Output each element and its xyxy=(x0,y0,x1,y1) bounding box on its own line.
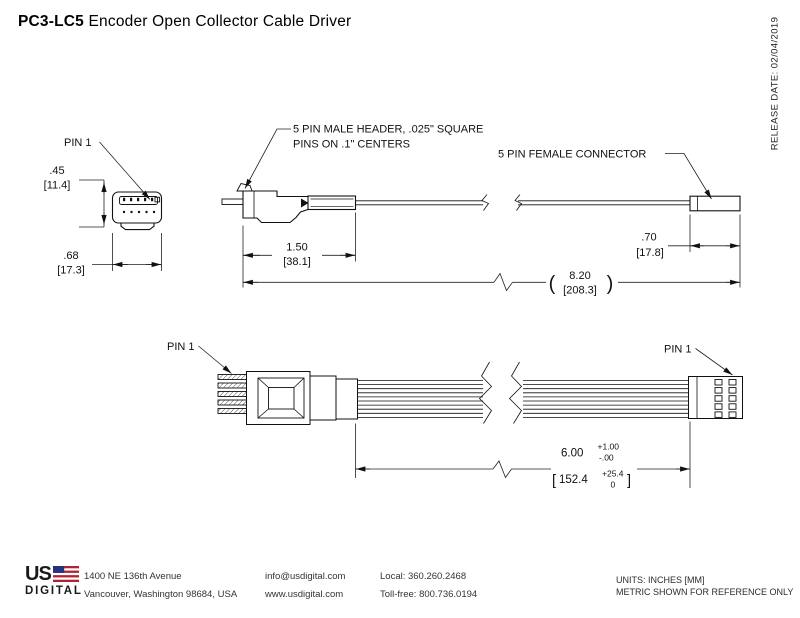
dim-height-in: .45 xyxy=(49,165,64,177)
male-header-label-1: 5 PIN MALE HEADER, .025" SQUARE xyxy=(293,124,483,136)
female-connector-side xyxy=(689,195,741,212)
footer-address: 1400 NE 136th Avenue Vancouver, Washingt… xyxy=(84,568,237,603)
driver-body-top xyxy=(243,190,308,198)
header-pins xyxy=(217,374,247,414)
pin1-leader xyxy=(99,141,151,200)
female-body-top xyxy=(688,376,743,419)
side-view-leaders xyxy=(244,128,712,200)
footer-units-note: UNITS: INCHES [MM] METRIC SHOWN FOR REFE… xyxy=(616,575,793,598)
dim-header-in: 1.50 xyxy=(286,242,307,254)
page-title: PC3-LC5 Encoder Open Collector Cable Dri… xyxy=(18,13,351,31)
ribbon-cable-right xyxy=(523,380,689,418)
dim-overall-mm: [208.3] xyxy=(563,285,597,297)
dim-overall-in: 8.20 xyxy=(569,270,590,282)
dim-width-in: .68 xyxy=(63,250,78,262)
dim-cable-tol-minus: -.00 xyxy=(599,453,614,463)
address-line-2: Vancouver, Washington 98684, USA xyxy=(84,588,238,600)
logo-digital-text: DIGITAL xyxy=(25,585,83,597)
logo-us-text: US xyxy=(25,563,52,585)
top-view-dimensions xyxy=(355,421,691,488)
us-flag-icon xyxy=(52,566,79,582)
female-contacts xyxy=(714,379,737,418)
ribbon-cable-left xyxy=(357,380,483,418)
pin1-leader-left xyxy=(198,345,232,374)
address-line-1: 1400 NE 136th Avenue xyxy=(84,571,182,582)
model-number: PC3-LC5 xyxy=(18,13,84,30)
dim-cable-mm-close: ] xyxy=(627,473,631,489)
end-view-connector xyxy=(111,191,163,231)
end-view-dimensions xyxy=(79,141,162,271)
dim-cable-mm-tol-minus: 0 xyxy=(611,480,616,490)
ribbon-break-left xyxy=(478,361,493,424)
pin-slot xyxy=(119,196,158,205)
side-view-dimensions xyxy=(242,212,741,292)
dim-female-in: .70 xyxy=(641,232,656,244)
pin1-leader-right xyxy=(695,348,733,376)
female-connector-label: 5 PIN FEMALE CONNECTOR xyxy=(498,149,646,161)
body-wedge xyxy=(301,198,309,208)
cable-break-marks xyxy=(481,194,523,211)
dim-width-mm: [17.3] xyxy=(57,265,85,277)
phone-local: Local: 360.260.2468 xyxy=(380,571,467,582)
units-line-2: METRIC SHOWN FOR REFERENCE ONLY xyxy=(616,586,794,597)
driver-body-bottom xyxy=(242,191,309,224)
shrink-tube xyxy=(307,195,357,211)
connector-body xyxy=(111,191,163,224)
dim-overall-paren-open: ( xyxy=(549,273,556,295)
header-pin xyxy=(221,198,244,205)
neck-section xyxy=(309,375,337,421)
top-view-leaders xyxy=(198,345,733,376)
email-text: info@usdigital.com xyxy=(265,571,346,582)
dim-cable-tol-plus: +1.00 xyxy=(598,442,620,452)
dim-cable-mm: 152.4 xyxy=(559,474,588,486)
dim-header-mm: [38.1] xyxy=(283,256,311,268)
pin1-label-topview-left: PIN 1 xyxy=(167,341,195,353)
female-connector-leader xyxy=(665,153,712,200)
male-header-label-2: PINS ON .1" CENTERS xyxy=(293,139,410,151)
top-view-assembly xyxy=(217,361,743,425)
slot-pins xyxy=(123,197,154,202)
bottom-latch xyxy=(120,223,155,231)
website-text: www.usdigital.com xyxy=(265,588,344,600)
usdigital-logo: US xyxy=(25,564,79,584)
dim-cable-in: 6.00 xyxy=(561,448,583,460)
dim-female-mm: [17.8] xyxy=(636,247,664,259)
pin1-cavity xyxy=(154,196,161,203)
dim-cable-mm-open: [ xyxy=(552,473,556,489)
footer-phone: Local: 360.260.2468 Toll-free: 800.736.0… xyxy=(380,568,477,603)
ribbon-break-right xyxy=(508,361,523,424)
footer-contact-web: info@usdigital.com www.usdigital.com xyxy=(265,568,345,603)
cable xyxy=(355,200,690,206)
pin1-label-topview-right: PIN 1 xyxy=(664,344,692,356)
dim-overall-paren-close: ) xyxy=(607,273,614,295)
title-text: Encoder Open Collector Cable Driver xyxy=(84,13,352,30)
latch-hook xyxy=(236,182,253,192)
dim-height-mm: [11.4] xyxy=(44,180,71,192)
side-view-assembly xyxy=(221,182,741,224)
male-header-leader xyxy=(244,128,291,189)
contact-dots xyxy=(122,210,156,214)
strain-relief xyxy=(335,378,358,420)
pin1-label-endview: PIN 1 xyxy=(64,137,92,149)
dim-cable-mm-tol-plus: +25.4 xyxy=(602,469,624,479)
units-line-1: UNITS: INCHES [MM] xyxy=(616,575,705,585)
phone-tollfree: Toll-free: 800.736.0194 xyxy=(380,588,478,600)
male-body xyxy=(246,371,311,425)
